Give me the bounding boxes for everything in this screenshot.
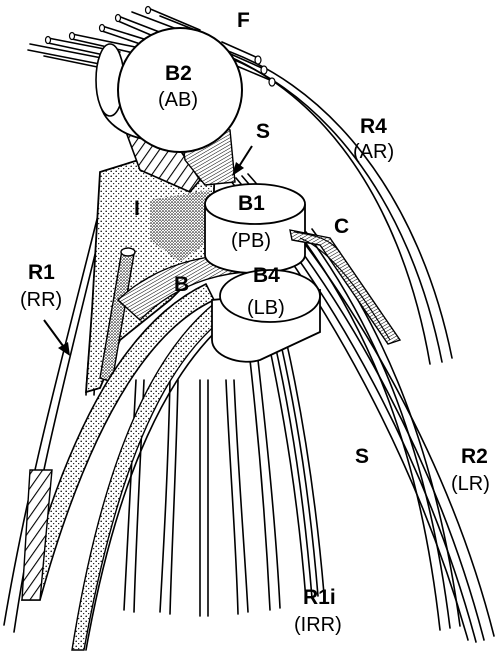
label-i: I — [134, 197, 140, 220]
label-b4-sub: (LB) — [247, 297, 285, 319]
label-r1-sub: (RR) — [20, 289, 62, 311]
arrow-s-top — [232, 146, 252, 176]
label-c: C — [334, 215, 349, 238]
label-b1: B1 — [238, 192, 265, 215]
label-b4: B4 — [253, 264, 280, 287]
arrow-r1 — [44, 320, 70, 356]
label-r1i: R1i — [303, 586, 336, 609]
label-r2: R2 — [461, 445, 488, 468]
label-b2-sub: (AB) — [158, 89, 198, 111]
label-s-top: S — [256, 120, 270, 143]
label-r1i-sub: (IRR) — [294, 614, 342, 636]
label-s-bottom: S — [355, 445, 369, 468]
label-r4-sub: (AR) — [353, 141, 394, 163]
label-r4: R4 — [360, 115, 387, 138]
label-r1: R1 — [28, 261, 55, 284]
label-b2: B2 — [165, 62, 192, 85]
label-b: B — [174, 273, 189, 296]
label-f: F — [237, 9, 250, 32]
label-r2-sub: (LR) — [451, 473, 490, 495]
root-r2-strands — [300, 229, 460, 630]
label-b1-sub: (PB) — [231, 230, 271, 252]
